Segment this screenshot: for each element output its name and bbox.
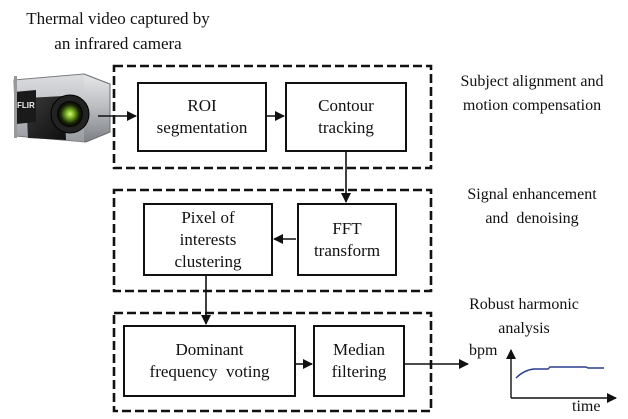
dominant-box-line1: Dominant [175, 340, 244, 359]
pixel-box-line2: interests [179, 229, 237, 249]
infrared-camera-image: FLIR [13, 73, 111, 143]
fft-transform-box: FFT transform [297, 203, 397, 276]
pixel-box-line3: clustering [174, 251, 242, 271]
dominant-frequency-voting-box: Dominant frequency voting [123, 325, 296, 397]
stage1-group-border [112, 64, 433, 170]
stage3-title: Robust harmonic analysis [440, 293, 608, 341]
pixel-box-line1: Pixel of [181, 207, 235, 227]
source-caption: Thermal video captured by an infrared ca… [0, 8, 236, 55]
contour-box-line2: tracking [318, 118, 374, 137]
stage2-title: Signal enhancement and denoising [436, 183, 628, 231]
median-box-line2: filtering [331, 362, 387, 381]
stage3-group-border [112, 311, 433, 413]
stage2-title-line2: and denoising [485, 210, 579, 227]
stage1-title: Subject alignment and motion compensatio… [436, 70, 628, 118]
roi-box-line2: segmentation [156, 118, 248, 137]
fft-box-line1: FFT [332, 218, 362, 238]
source-caption-line2: an infrared camera [54, 34, 182, 53]
stage1-title-line1: Subject alignment and [460, 73, 604, 90]
plot-y-label: bpm [469, 342, 498, 359]
stage3-title-line1: Robust harmonic [469, 296, 579, 313]
contour-box-line1: Contour [318, 96, 374, 115]
stage2-group-border [112, 188, 433, 293]
stage3-title-line2: analysis [498, 320, 550, 337]
stage2-title-line1: Signal enhancement [467, 186, 597, 203]
roi-box-line1: ROI [187, 96, 217, 115]
dominant-box-line2: frequency voting [149, 362, 270, 381]
source-caption-line1: Thermal video captured by [26, 9, 210, 28]
roi-segmentation-box: ROI segmentation [137, 82, 267, 152]
median-filtering-box: Median filtering [313, 325, 405, 397]
flir-logo-text: FLIR [17, 101, 35, 110]
plot-x-label: time [572, 398, 601, 415]
pixel-clustering-box: Pixel of interests clustering [143, 203, 273, 276]
median-box-line1: Median [333, 340, 385, 359]
contour-tracking-box: Contour tracking [285, 82, 407, 152]
stage1-title-line2: motion compensation [462, 97, 602, 114]
plot-bpm-curve [515, 366, 604, 379]
fft-box-line2: transform [313, 240, 381, 260]
